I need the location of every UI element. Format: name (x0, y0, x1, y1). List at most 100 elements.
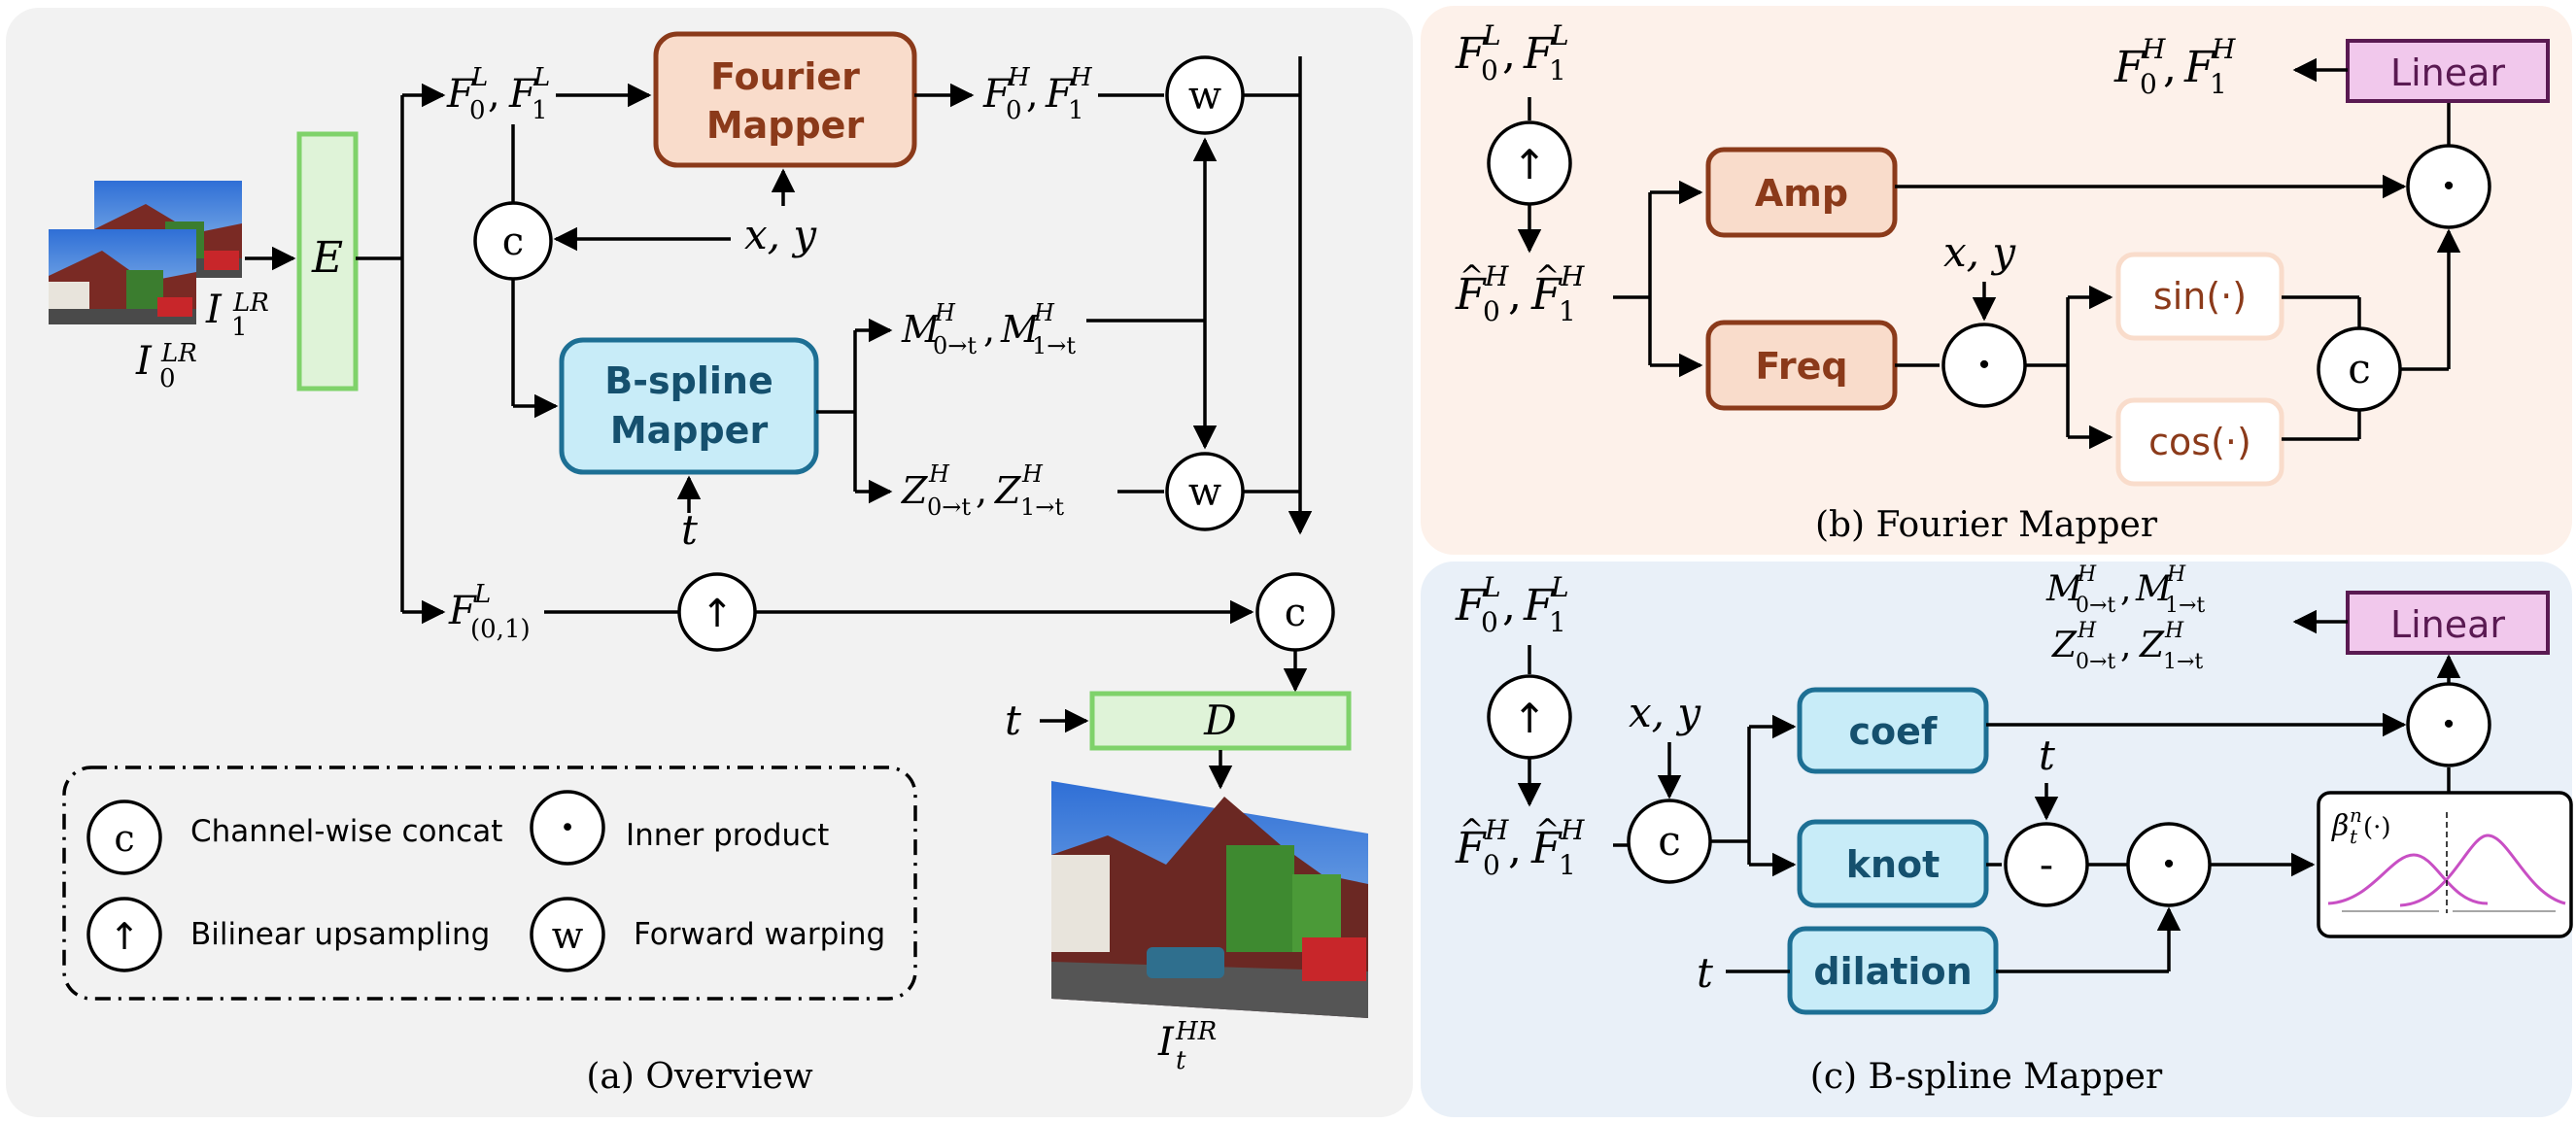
t-decoder: t (1005, 697, 1021, 744)
svg-text:1: 1 (1068, 96, 1084, 125)
svg-text:H: H (1484, 814, 1509, 846)
svg-text:F: F (1045, 72, 1074, 117)
svg-text:1: 1 (1549, 54, 1566, 86)
svg-text:0: 0 (1481, 54, 1498, 86)
svg-text:1: 1 (1559, 295, 1576, 327)
svg-text:^: ^ (1460, 259, 1484, 293)
cos-box (2115, 397, 2284, 487)
legend-box (62, 766, 917, 1001)
svg-text:H: H (1021, 460, 1044, 488)
input-image-0 (49, 229, 196, 324)
svg-text:(0,1): (0,1) (470, 615, 531, 644)
concat-node-decoder-label: c (1285, 591, 1306, 635)
basis-plot-label: β n t (·) (2331, 803, 2391, 848)
svg-text:c: c (114, 817, 134, 860)
fourier-mapper-box (653, 31, 917, 168)
svg-text:Z: Z (2051, 626, 2078, 665)
svg-text:F: F (1455, 824, 1487, 873)
svg-text:H: H (2077, 562, 2097, 587)
decoder-label: D (1203, 697, 1237, 744)
bspline-dot-label: · (2161, 839, 2176, 889)
svg-text:1→t: 1→t (1032, 332, 1076, 359)
freq-label: Freq (1755, 345, 1847, 388)
svg-text:0: 0 (1481, 606, 1498, 638)
svg-text:1: 1 (1559, 849, 1576, 881)
t-overview: t (681, 506, 698, 554)
encoder-box (296, 131, 359, 391)
warp-node-bottom-label: w (1188, 470, 1221, 515)
svg-text:0→t: 0→t (927, 493, 971, 521)
legend-warp: w Forward warping (530, 897, 885, 972)
amp-box (1705, 147, 1898, 238)
svg-text:H: H (2211, 33, 2236, 65)
svg-text:F: F (1455, 581, 1487, 630)
bspline-m-label: M H 0→t , M H 1→t (2045, 562, 2205, 618)
svg-text:F: F (1455, 270, 1487, 320)
img0-sup: LR (160, 339, 197, 368)
svg-text:,: , (1502, 29, 1516, 79)
bspline-panel: F L 0 , F L 1 ↑ F ^ H 0 , F ^ H 1 x, y c (1455, 562, 2573, 1097)
svg-text:M: M (2135, 569, 2173, 609)
svg-text:t: t (2350, 825, 2358, 848)
svg-text:F: F (2113, 43, 2146, 92)
svg-text:,: , (488, 72, 500, 117)
img1-label: I (205, 288, 223, 332)
svg-text:L: L (532, 63, 550, 92)
svg-text:1→t: 1→t (1020, 493, 1064, 521)
svg-text:H: H (1560, 260, 1585, 292)
coef-label: coef (1849, 710, 1938, 753)
svg-text:1→t: 1→t (2163, 650, 2203, 674)
knot-label: knot (1846, 843, 1941, 886)
bspline-t-left: t (1697, 949, 1713, 997)
svg-text:1: 1 (2210, 68, 2227, 100)
bspline-mapper-label-1: B-spline (604, 359, 773, 402)
svg-text:HR: HR (1175, 1017, 1217, 1046)
svg-text:0: 0 (2140, 68, 2157, 100)
fourier-inner-label: · (2441, 161, 2456, 211)
amp-label: Amp (1755, 172, 1848, 215)
bspline-t-top: t (2039, 732, 2055, 779)
svg-text:,: , (976, 469, 987, 512)
svg-text:Inner product: Inner product (626, 818, 829, 853)
svg-text:0: 0 (1483, 295, 1500, 327)
svg-text:Channel-wise concat: Channel-wise concat (190, 814, 502, 849)
svg-text:H: H (934, 299, 956, 326)
svg-text:t: t (1176, 1046, 1186, 1075)
overview-panel: I LR 1 I LR 0 E F L 0 , F L 1 Fourier Ma… (49, 31, 1368, 1097)
bspline-hat-label: F ^ H 0 , F ^ H 1 (1455, 813, 1585, 881)
decoder-box (1089, 691, 1352, 751)
svg-text:M: M (901, 308, 941, 351)
svg-text:H: H (1033, 299, 1055, 326)
svg-text:n: n (2350, 803, 2362, 827)
img0-sub: 0 (159, 364, 176, 393)
svg-text:F: F (1530, 270, 1563, 320)
svg-text:^: ^ (1535, 813, 1560, 847)
svg-text:Z: Z (2139, 626, 2165, 665)
svg-text:F: F (2183, 43, 2215, 92)
svg-text:H: H (2164, 619, 2184, 643)
f-low-label: F L 0 , F L 1 (446, 63, 550, 125)
fourier-xy: x, y (1943, 228, 2016, 276)
fourier-panel: F L 0 , F L 1 ↑ F ^ H 0 , F ^ H 1 Amp (1455, 19, 2550, 545)
bspline-linear-box (2346, 591, 2550, 655)
svg-text:H: H (2166, 562, 2186, 587)
bspline-in-label: F L 0 , F L 1 (1455, 571, 1569, 638)
svg-text:L: L (470, 63, 488, 92)
img0-label: I (135, 339, 153, 384)
svg-text:L: L (1550, 571, 1569, 603)
cos-label: cos(·) (2148, 421, 2251, 463)
svg-text:0→t: 0→t (2076, 594, 2115, 618)
svg-text:Bilinear upsampling: Bilinear upsampling (190, 917, 490, 952)
svg-text:β: β (2331, 809, 2349, 843)
encoder-label: E (311, 233, 343, 283)
svg-text:L: L (473, 580, 491, 609)
svg-text:0→t: 0→t (933, 332, 977, 359)
bspline-mapper-box (559, 337, 819, 475)
svg-text:F: F (982, 72, 1012, 117)
svg-text:^: ^ (1535, 259, 1560, 293)
fourier-linear-label: Linear (2390, 51, 2505, 94)
svg-text:0: 0 (1483, 849, 1500, 881)
svg-text:H: H (1484, 260, 1509, 292)
legend-concat: c Channel-wise concat (86, 800, 502, 875)
